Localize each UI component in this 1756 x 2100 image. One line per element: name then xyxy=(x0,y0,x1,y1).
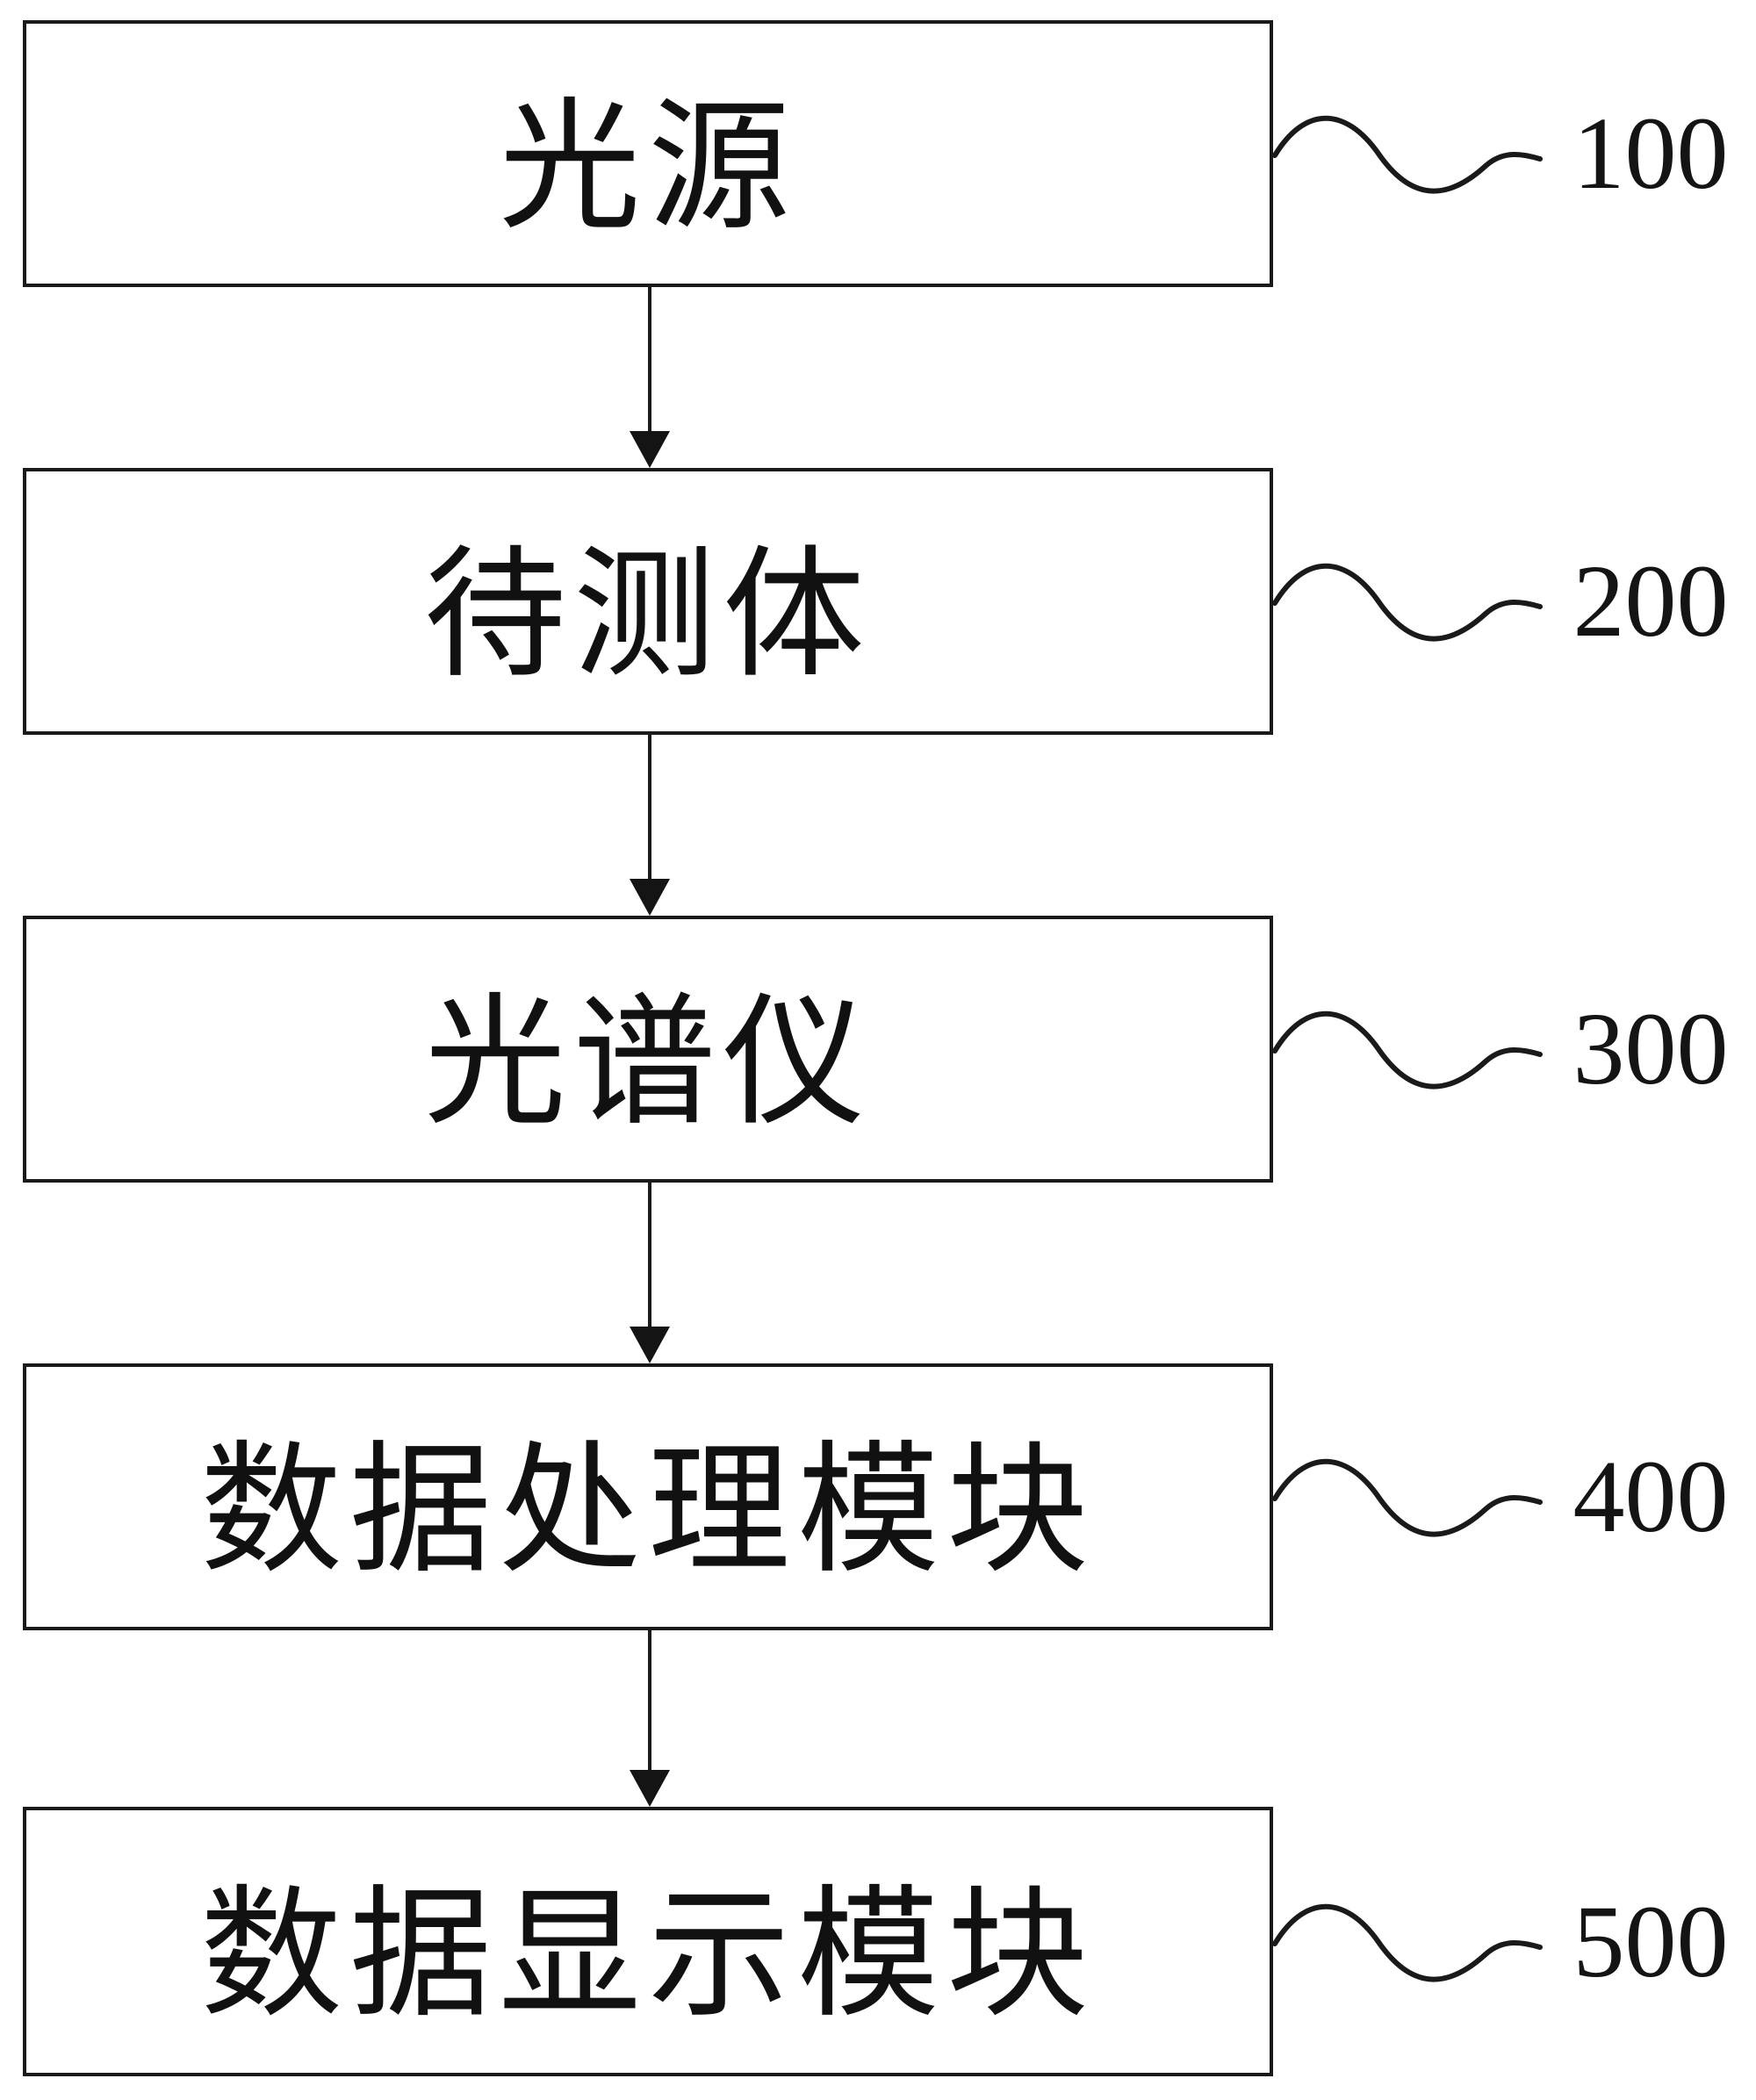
ref-number-label: 200 xyxy=(1572,543,1729,658)
node-box-light-source: 光源 xyxy=(23,20,1273,287)
node-box-object-under-test: 待测体 xyxy=(23,468,1273,735)
node-label-data-display-module: 数据显示模块 xyxy=(200,1878,1096,2035)
node-label-object-under-test: 待测体 xyxy=(424,537,872,695)
ref-number-label: 300 xyxy=(1572,991,1729,1106)
tilde-connector-icon xyxy=(1272,1010,1543,1090)
arrow-head-icon xyxy=(630,1770,670,1807)
tilde-connector-icon xyxy=(1272,115,1543,194)
arrow-head-icon xyxy=(630,1327,670,1363)
node-box-data-display-module: 数据显示模块 xyxy=(23,1807,1273,2076)
ref-number-label: 500 xyxy=(1572,1884,1729,1999)
node-label-data-processing-module: 数据处理模块 xyxy=(200,1433,1096,1591)
arrow-shaft xyxy=(648,735,651,882)
node-label-light-source: 光源 xyxy=(499,90,797,248)
tilde-connector-icon xyxy=(1272,1458,1543,1537)
node-box-data-processing-module: 数据处理模块 xyxy=(23,1363,1273,1630)
down-arrow-icon xyxy=(630,1630,670,1807)
tilde-connector-icon xyxy=(1272,1903,1543,1982)
arrow-shaft xyxy=(648,1183,651,1330)
tilde-connector-icon xyxy=(1272,563,1543,642)
node-label-spectrometer: 光谱仪 xyxy=(424,985,872,1143)
ref-number-label: 400 xyxy=(1572,1439,1729,1554)
arrow-head-icon xyxy=(630,879,670,916)
node-box-spectrometer: 光谱仪 xyxy=(23,916,1273,1183)
down-arrow-icon xyxy=(630,735,670,916)
ref-number-label: 100 xyxy=(1572,96,1729,211)
down-arrow-icon xyxy=(630,287,670,468)
arrow-head-icon xyxy=(630,431,670,468)
arrow-shaft xyxy=(648,287,651,435)
arrow-shaft xyxy=(648,1630,651,1773)
down-arrow-icon xyxy=(630,1183,670,1363)
